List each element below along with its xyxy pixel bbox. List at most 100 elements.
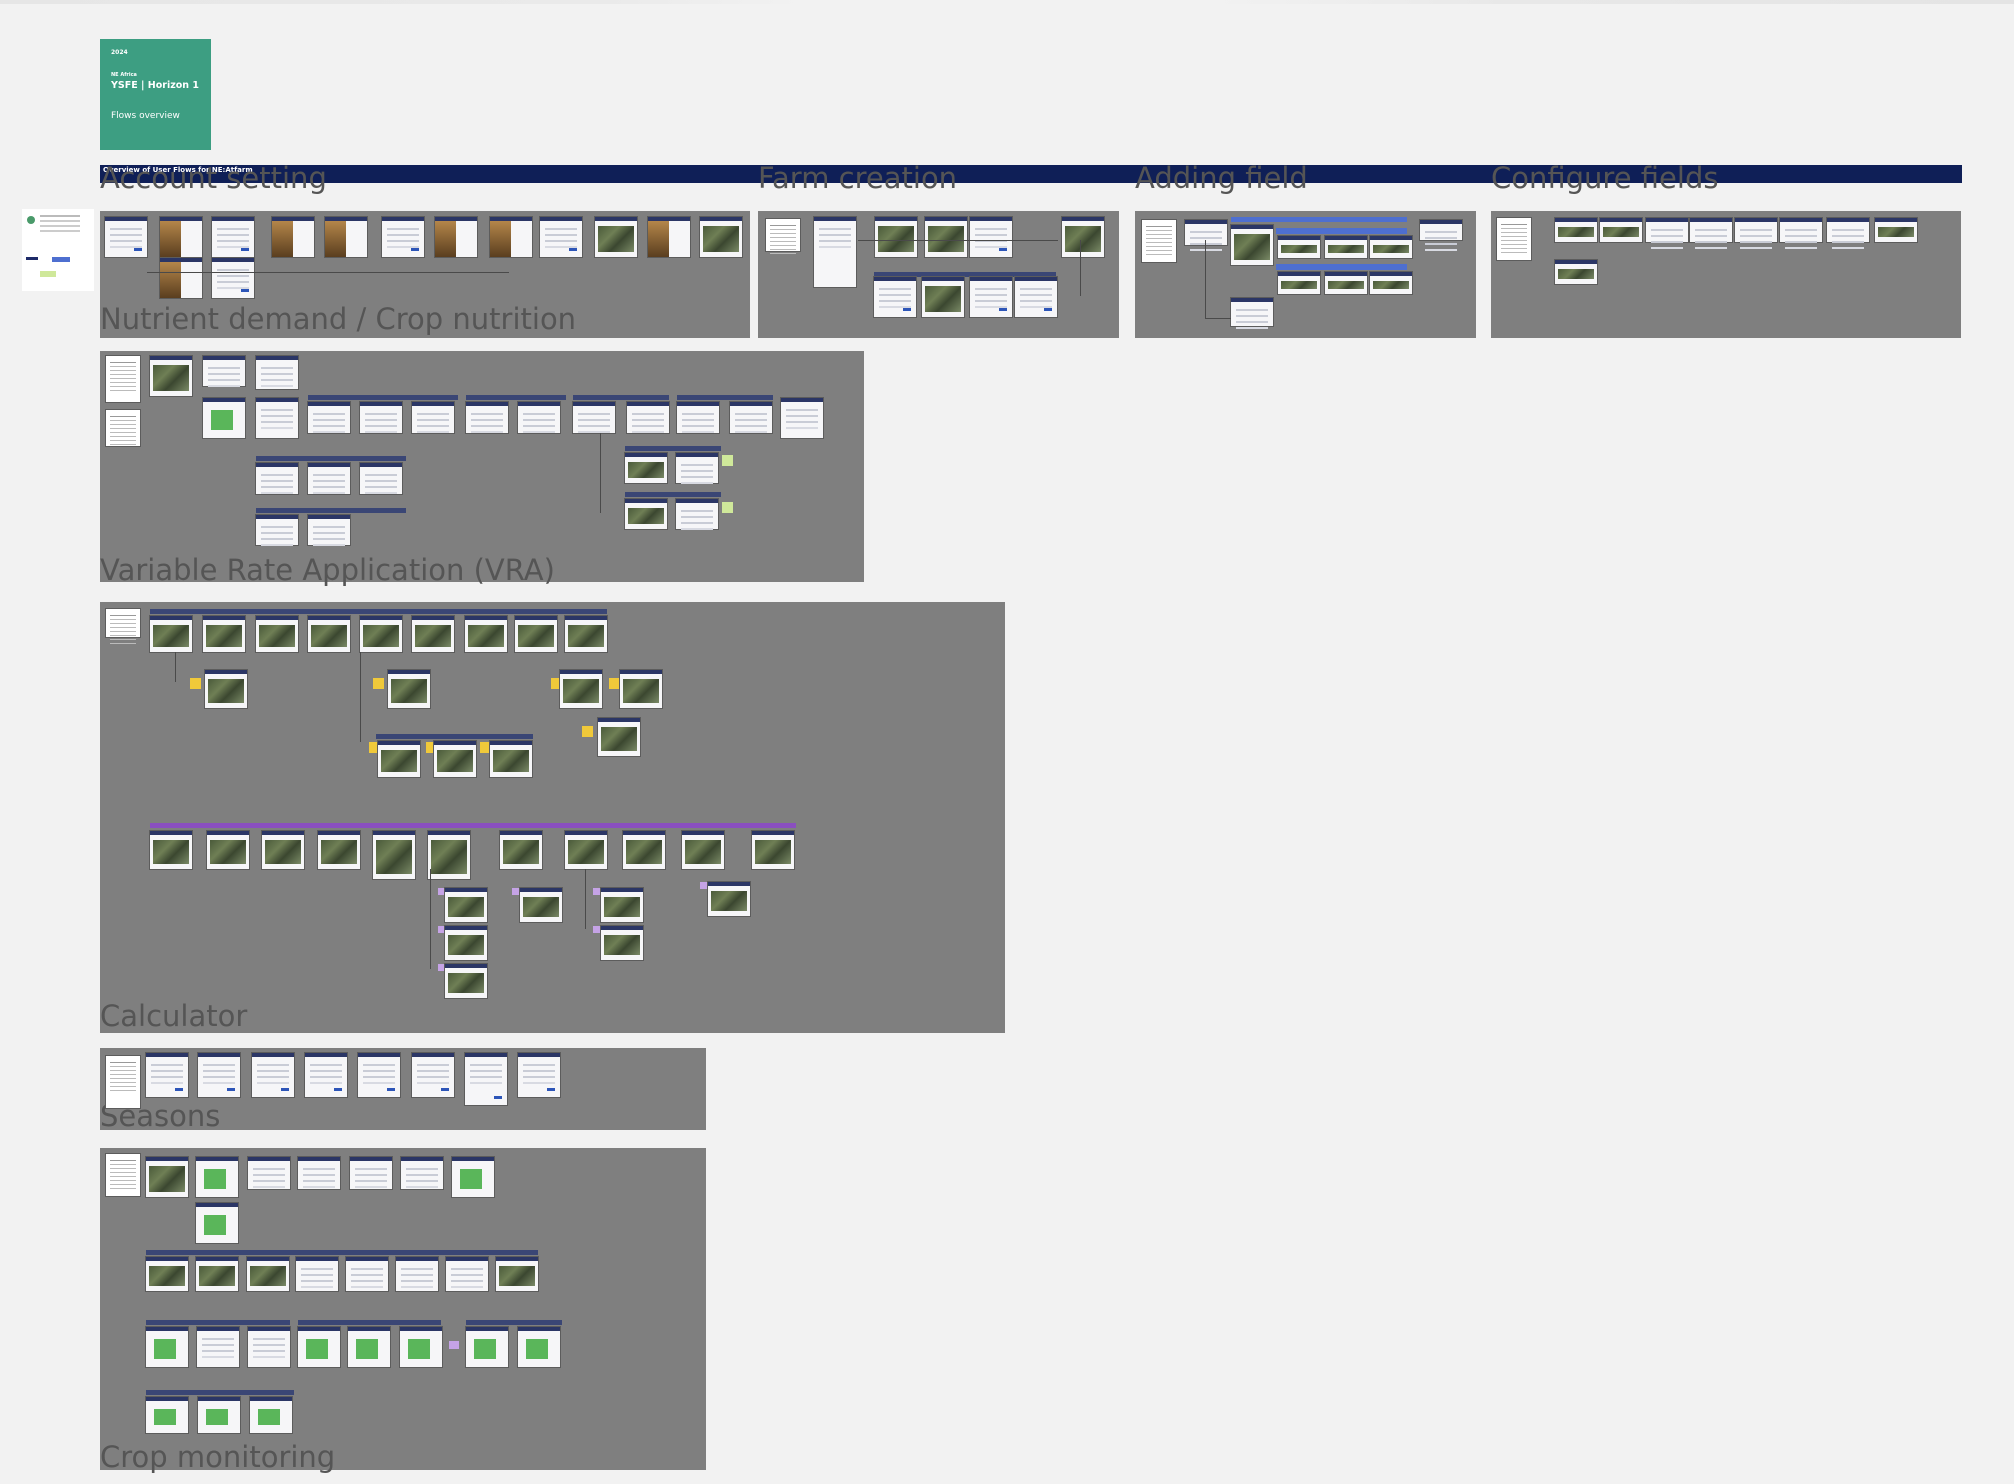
screen-thumbnail[interactable] <box>296 1257 338 1291</box>
sticky-note[interactable] <box>722 502 733 513</box>
screen-thumbnail[interactable] <box>565 831 607 869</box>
screen-thumbnail[interactable] <box>922 277 964 317</box>
screen-thumbnail[interactable] <box>500 831 542 869</box>
screen-thumbnail[interactable] <box>874 277 916 317</box>
screen-thumbnail[interactable] <box>400 1327 442 1367</box>
screen-thumbnail[interactable] <box>308 402 350 433</box>
frame-vra[interactable] <box>100 602 1005 1033</box>
screen-thumbnail[interactable] <box>623 831 665 869</box>
screen-thumbnail[interactable] <box>250 1397 292 1433</box>
screen-thumbnail[interactable] <box>348 1327 390 1367</box>
notes-document[interactable] <box>1142 220 1176 262</box>
sticky-note[interactable] <box>190 678 201 689</box>
screen-thumbnail[interactable] <box>1325 236 1367 258</box>
screen-thumbnail[interactable] <box>515 616 557 652</box>
screen-thumbnail[interactable] <box>1780 218 1822 242</box>
screen-thumbnail[interactable] <box>248 1327 290 1367</box>
screen-thumbnail[interactable] <box>1062 217 1104 257</box>
screen-thumbnail[interactable] <box>490 217 532 257</box>
screen-thumbnail[interactable] <box>970 217 1012 257</box>
frame-account-setting[interactable] <box>100 211 750 338</box>
screen-thumbnail[interactable] <box>308 515 350 545</box>
screen-thumbnail[interactable] <box>1231 298 1273 326</box>
overview-banner[interactable]: Overview of User Flows for NE:Atfarm <box>100 165 1962 183</box>
screen-thumbnail[interactable] <box>350 1157 392 1189</box>
screen-thumbnail[interactable] <box>196 1157 238 1197</box>
screen-thumbnail[interactable] <box>198 1053 240 1097</box>
screen-thumbnail[interactable] <box>196 1203 238 1243</box>
screen-thumbnail[interactable] <box>601 926 643 960</box>
sticky-note[interactable] <box>438 888 445 895</box>
screen-thumbnail[interactable] <box>445 926 487 960</box>
screen-thumbnail[interactable] <box>358 1053 400 1097</box>
screen-thumbnail[interactable] <box>496 1257 538 1291</box>
screen-thumbnail[interactable] <box>388 670 430 708</box>
screen-thumbnail[interactable] <box>1420 220 1462 240</box>
sticky-note[interactable] <box>551 678 562 689</box>
sticky-note[interactable] <box>369 742 380 753</box>
screen-thumbnail[interactable] <box>256 398 298 438</box>
screen-thumbnail[interactable] <box>150 616 192 652</box>
screen-thumbnail[interactable] <box>207 831 249 869</box>
screen-thumbnail[interactable] <box>382 217 424 257</box>
screen-thumbnail[interactable] <box>540 217 582 257</box>
screen-thumbnail[interactable] <box>1231 225 1273 265</box>
screen-thumbnail[interactable] <box>466 1327 508 1367</box>
screen-thumbnail[interactable] <box>412 616 454 652</box>
screen-thumbnail[interactable] <box>648 217 690 257</box>
screen-thumbnail[interactable] <box>814 217 856 287</box>
screen-thumbnail[interactable] <box>298 1157 340 1189</box>
screen-thumbnail[interactable] <box>518 1053 560 1097</box>
screen-thumbnail[interactable] <box>150 831 192 869</box>
notes-document[interactable] <box>106 1056 140 1108</box>
screen-thumbnail[interactable] <box>490 741 532 777</box>
screen-thumbnail[interactable] <box>428 831 470 879</box>
screen-thumbnail[interactable] <box>445 888 487 922</box>
screen-thumbnail[interactable] <box>700 217 742 257</box>
screen-thumbnail[interactable] <box>1827 218 1869 242</box>
screen-thumbnail[interactable] <box>1735 218 1777 242</box>
screen-thumbnail[interactable] <box>925 217 967 257</box>
notes-document[interactable] <box>1497 218 1531 260</box>
screen-thumbnail[interactable] <box>150 356 192 396</box>
legend-document[interactable] <box>22 209 94 291</box>
screen-thumbnail[interactable] <box>1278 272 1320 294</box>
screen-thumbnail[interactable] <box>205 670 247 708</box>
notes-document[interactable] <box>106 609 140 637</box>
sticky-note[interactable] <box>700 882 707 889</box>
screen-thumbnail[interactable] <box>1555 260 1597 284</box>
screen-thumbnail[interactable] <box>445 964 487 998</box>
screen-thumbnail[interactable] <box>360 402 402 433</box>
screen-thumbnail[interactable] <box>146 1053 188 1097</box>
screen-thumbnail[interactable] <box>518 1327 560 1367</box>
screen-thumbnail[interactable] <box>272 217 314 257</box>
screen-thumbnail[interactable] <box>196 1257 238 1291</box>
notes-document[interactable] <box>106 1154 140 1196</box>
screen-thumbnail[interactable] <box>620 670 662 708</box>
screen-thumbnail[interactable] <box>146 1397 188 1433</box>
screen-thumbnail[interactable] <box>412 1053 454 1097</box>
screen-thumbnail[interactable] <box>466 402 508 433</box>
screen-thumbnail[interactable] <box>412 402 454 433</box>
sticky-note[interactable] <box>449 1341 459 1349</box>
screen-thumbnail[interactable] <box>256 616 298 652</box>
frame-seasons[interactable] <box>100 1148 706 1470</box>
screen-thumbnail[interactable] <box>298 1327 340 1367</box>
sticky-note[interactable] <box>426 742 437 753</box>
screen-thumbnail[interactable] <box>203 398 245 438</box>
screen-thumbnail[interactable] <box>256 515 298 545</box>
screen-thumbnail[interactable] <box>1278 236 1320 258</box>
screen-thumbnail[interactable] <box>360 616 402 652</box>
screen-thumbnail[interactable] <box>573 402 615 433</box>
screen-thumbnail[interactable] <box>252 1053 294 1097</box>
screen-thumbnail[interactable] <box>256 356 298 389</box>
notes-document[interactable] <box>766 219 800 251</box>
screen-thumbnail[interactable] <box>1325 272 1367 294</box>
notes-document[interactable] <box>106 356 140 402</box>
screen-thumbnail[interactable] <box>318 831 360 869</box>
sticky-note[interactable] <box>512 888 519 895</box>
screen-thumbnail[interactable] <box>160 258 202 298</box>
screen-thumbnail[interactable] <box>360 463 402 494</box>
screen-thumbnail[interactable] <box>435 217 477 257</box>
screen-thumbnail[interactable] <box>565 616 607 652</box>
